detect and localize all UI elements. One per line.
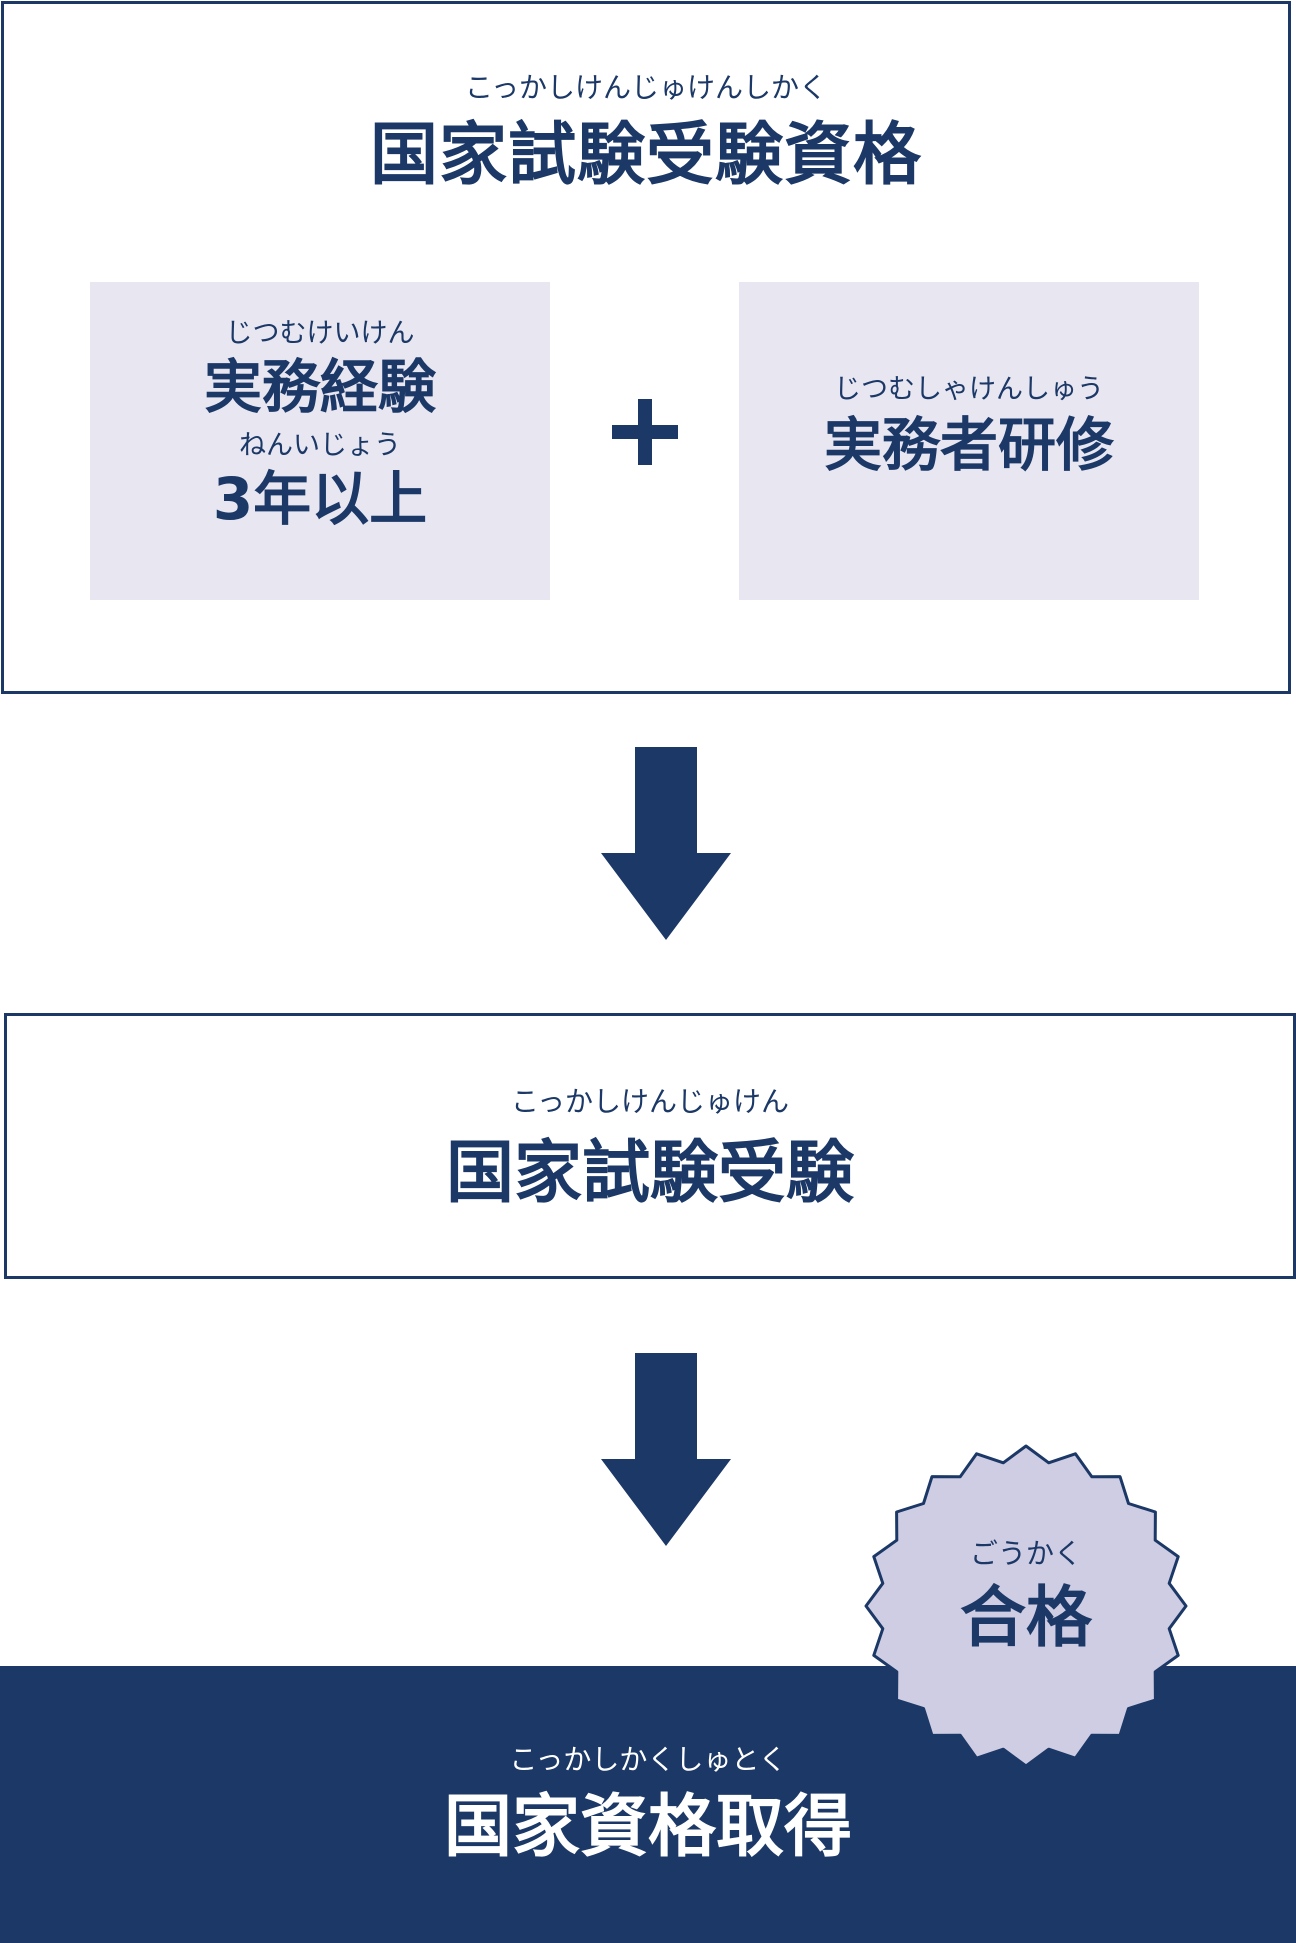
eligibility-box: こっかしけんじゅけんしかく 国家試験受験資格 じつむけいけん 実務経験 ねんいじ… [1, 1, 1291, 694]
experience-box: じつむけいけん 実務経験 ねんいじょう 3年以上 [90, 282, 550, 600]
experience-label: 実務経験 [203, 353, 436, 421]
training-label: 実務者研修 [823, 411, 1114, 479]
pass-badge-ruby: ごうかく [969, 1537, 1082, 1570]
experience-years-ruby: ねんいじょう [239, 430, 401, 461]
plus-icon [612, 399, 678, 465]
training-ruby: じつむしゃけんしゅう [834, 374, 1104, 405]
qualification-title-ruby: こっかしかくしゅとく [509, 1743, 787, 1776]
down-arrow-icon [601, 747, 731, 940]
pass-badge: ごうかく 合格 [860, 1440, 1192, 1772]
exam-title-ruby: こっかしけんじゅけん [510, 1085, 790, 1118]
experience-years: 3年以上 [212, 465, 428, 533]
pass-badge-shape [864, 1444, 1188, 1768]
exam-box: こっかしけんじゅけん 国家試験受験 [4, 1013, 1296, 1279]
experience-ruby: じつむけいけん [225, 318, 415, 349]
training-box: じつむしゃけんしゅう 実務者研修 [739, 282, 1199, 600]
qualification-title: 国家資格取得 [443, 1788, 852, 1867]
pass-badge-label: 合格 [960, 1579, 1092, 1656]
eligibility-title: 国家試験受験資格 [369, 116, 922, 195]
exam-title: 国家試験受験 [445, 1134, 854, 1213]
eligibility-title-ruby: こっかしけんじゅけんしかく [464, 71, 828, 104]
down-arrow-icon [601, 1353, 731, 1546]
